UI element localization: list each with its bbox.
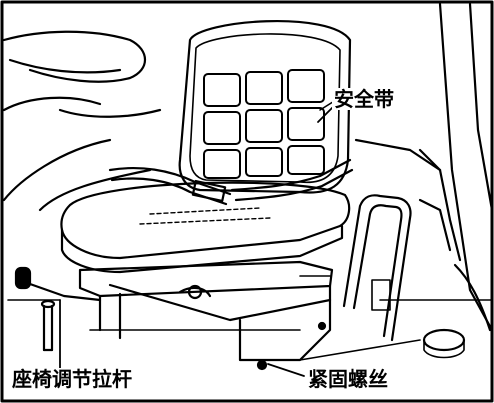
grab-bar [342, 194, 412, 342]
bolt-leader [267, 363, 305, 377]
seat-backrest [178, 20, 352, 194]
seat-adjust-lever-label: 座椅调节拉杆 [10, 367, 134, 391]
cab-pillars-right [418, 2, 494, 332]
adjust-lever [14, 266, 102, 352]
seat-belt-label: 安全带 [332, 87, 396, 111]
seat-cushion [60, 181, 351, 274]
fastening-bolt-label: 紧固螺丝 [306, 367, 390, 391]
cab-floor [7, 299, 493, 361]
cab-dashboard-left [2, 30, 162, 212]
seat-belt [108, 99, 354, 206]
side-panel [354, 138, 466, 359]
seat-base [78, 260, 334, 371]
